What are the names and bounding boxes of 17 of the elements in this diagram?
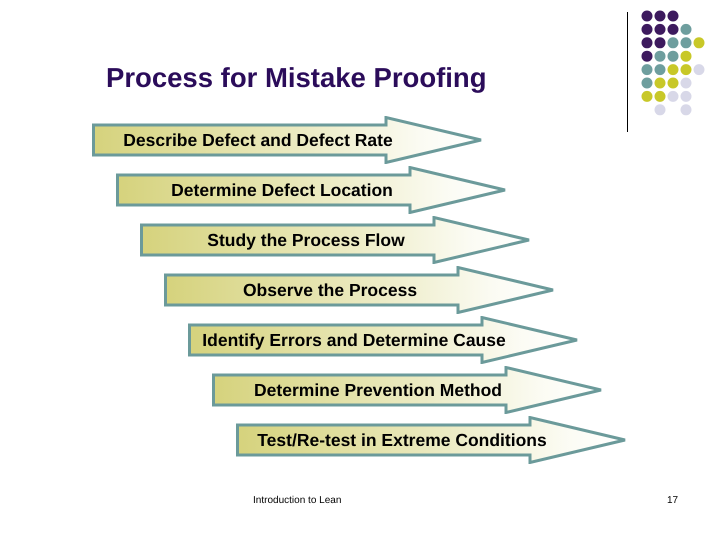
process-step-block (92, 116, 484, 164)
process-step-block (116, 166, 508, 214)
process-step-block (188, 316, 580, 364)
step-label: Study the Process Flow (207, 230, 405, 250)
step-label: Identify Errors and Determine Cause (202, 330, 506, 350)
step-label: Describe Defect and Defect Rate (123, 130, 393, 150)
process-step-block (164, 266, 556, 314)
footer-text: Introduction to Lean (253, 495, 342, 507)
process-step-block (236, 416, 628, 464)
process-step-block (212, 366, 604, 414)
step-label: Observe the Process (242, 280, 418, 300)
process-step-block (140, 216, 532, 264)
step-label: Determine Prevention Method (254, 380, 502, 400)
slide-title: Process for Mistake Proofing (106, 62, 487, 93)
page-number: 17 (667, 495, 678, 507)
step-label: Determine Defect Location (171, 180, 393, 200)
step-label: Test/Re-test in Extreme Conditions (257, 430, 547, 450)
